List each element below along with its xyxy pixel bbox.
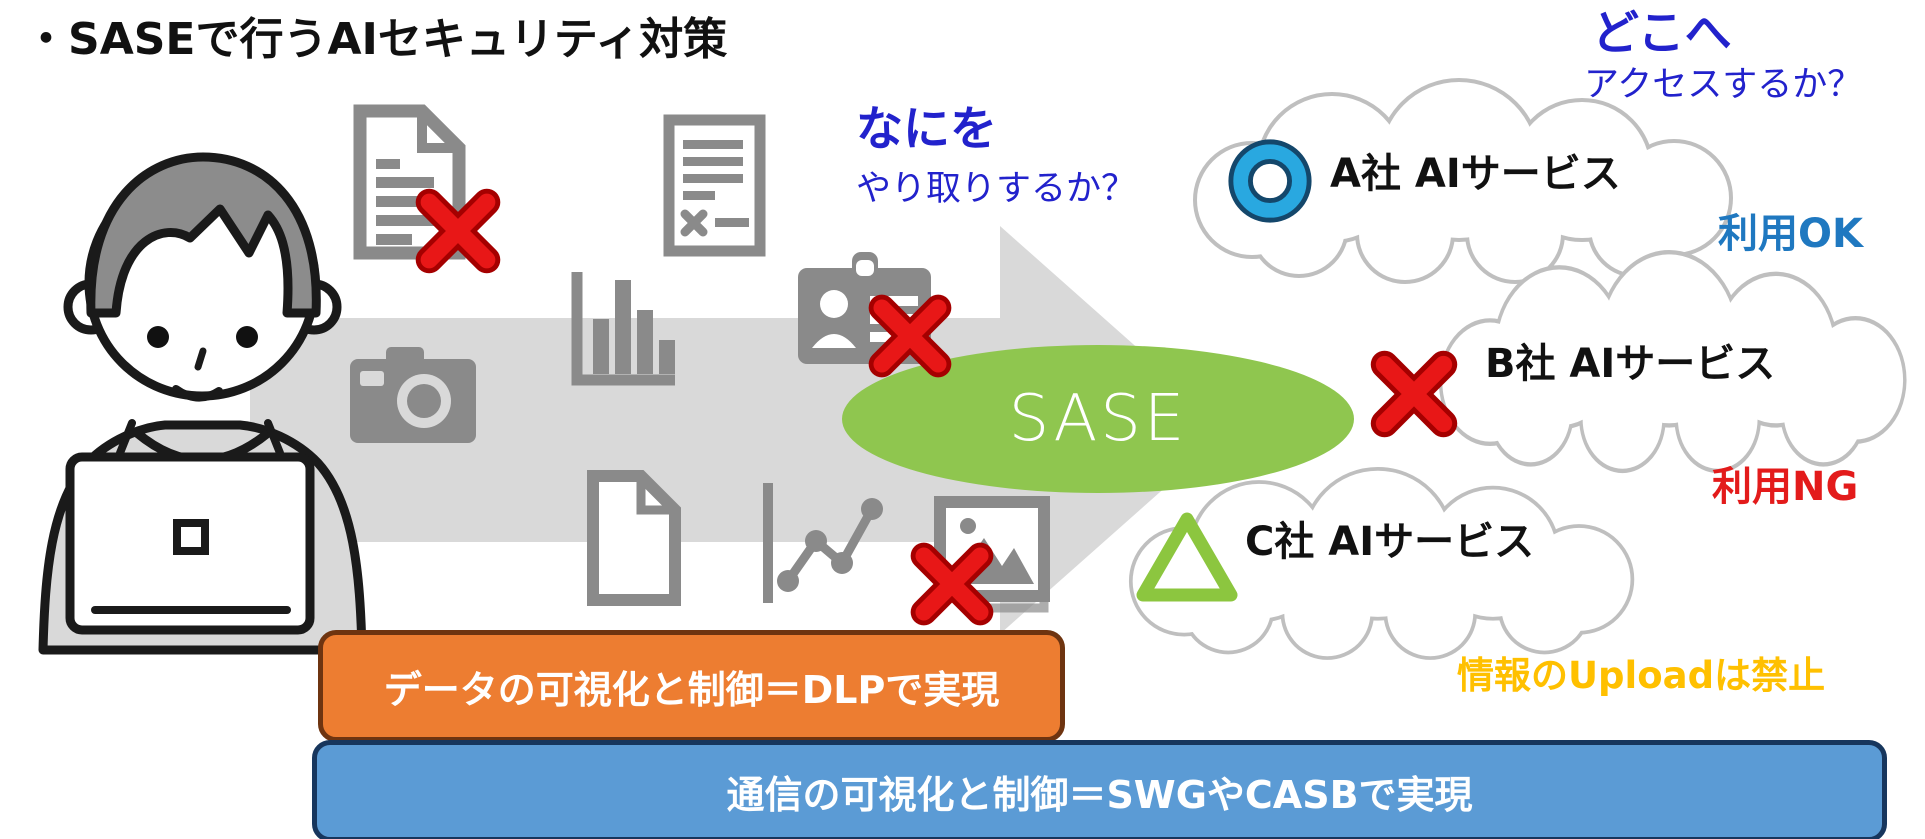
nose bbox=[194, 347, 207, 371]
sase-label: SASE bbox=[1008, 382, 1188, 456]
mouth bbox=[172, 385, 223, 402]
cross-ng-icon bbox=[1368, 348, 1460, 440]
bar-chart-icon bbox=[571, 272, 675, 386]
eye-right bbox=[236, 326, 258, 348]
verdict-ng: 利用NG bbox=[1712, 464, 1859, 510]
service-c-label: C社 AIサービス bbox=[1245, 519, 1535, 565]
verdict-ok: 利用OK bbox=[1718, 211, 1863, 257]
dlp-banner-label: データの可視化と制御＝DLPで実現 bbox=[383, 667, 1000, 712]
blank-document-icon bbox=[587, 470, 681, 606]
laptop-lid bbox=[65, 452, 315, 635]
page-title: ・SASEで行うAIセキュリティ対策 bbox=[24, 14, 728, 65]
picture-icon bbox=[934, 496, 1050, 613]
dlp-banner: データの可視化と制御＝DLPで実現 bbox=[318, 630, 1065, 742]
cross-icon-picture bbox=[908, 540, 996, 628]
line-chart-icon bbox=[763, 483, 883, 603]
upload-ban-label: 情報のUploadは禁止 bbox=[1457, 654, 1826, 697]
camera-icon bbox=[350, 347, 476, 443]
cloud-service-b bbox=[1438, 250, 1907, 474]
swg-banner: 通信の可視化と制御＝SWGやCASBで実現 bbox=[312, 740, 1887, 839]
triangle-warning-icon bbox=[1136, 512, 1238, 602]
service-a-label: A社 AIサービス bbox=[1330, 151, 1621, 197]
eye-left bbox=[147, 326, 169, 348]
cross-icon-document bbox=[413, 186, 503, 276]
question-where-sub: アクセスするか？ bbox=[1584, 65, 1863, 105]
cloud-service-a bbox=[1193, 78, 1733, 284]
cross-icon-badge bbox=[866, 292, 954, 380]
arms bbox=[116, 419, 284, 457]
laptop-logo bbox=[173, 519, 209, 555]
question-where-heading: どこへ bbox=[1592, 6, 1732, 61]
service-b-label: B社 AIサービス bbox=[1485, 341, 1776, 387]
hair bbox=[86, 152, 321, 318]
question-what-sub: やり取りするか？ bbox=[856, 169, 1137, 209]
contract-document-icon bbox=[663, 114, 766, 257]
question-what-heading: なにを bbox=[856, 102, 997, 157]
person-illustration bbox=[38, 152, 367, 655]
circle-ok-icon bbox=[1228, 139, 1312, 223]
swg-banner-label: 通信の可視化と制御＝SWGやCASBで実現 bbox=[726, 772, 1473, 817]
